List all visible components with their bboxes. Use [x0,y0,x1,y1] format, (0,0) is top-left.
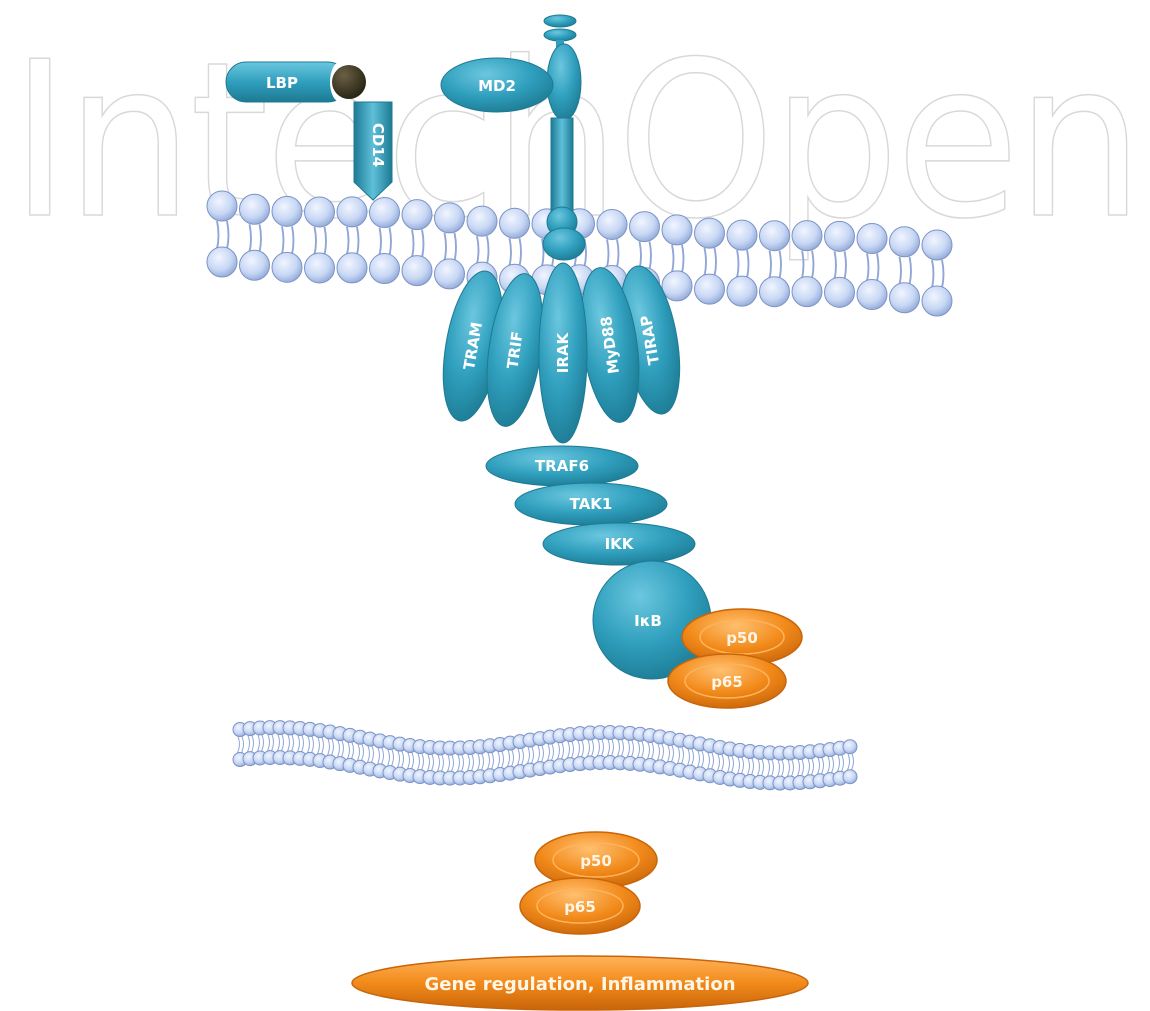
lbp-protein: LBP [226,62,350,102]
lipid-head [857,223,887,253]
lipid-head [792,221,822,251]
lipid-head [370,254,400,284]
traf6-label: TRAF6 [535,457,589,475]
lipid-head [857,279,887,309]
tak1-protein: TAK1 [515,483,667,525]
lipid-head [727,220,757,250]
lipid-head [305,253,335,283]
lipid-head [695,218,725,248]
p50-cytoplasm-label: p50 [726,629,758,647]
lipid-head [662,215,692,245]
lps-ligand [332,65,366,99]
lipid-head [305,197,335,227]
lipid-head [843,770,857,784]
lipid-head [467,206,497,236]
lipid-head [402,200,432,230]
ikk-protein: IKK [543,523,695,565]
irak-label: IRAK [554,331,572,373]
lipid-head [843,740,857,754]
lipid-head [825,221,855,251]
lipid-head [890,283,920,313]
adaptor-irak: IRAK [539,263,587,443]
lbp-label: LBP [266,74,298,92]
lipid-head [662,271,692,301]
lipid-head [240,194,270,224]
lipid-head [500,208,530,238]
ikk-label: IKK [605,535,635,553]
lipid-head [922,286,952,316]
lipid-head [207,191,237,221]
p65-cytoplasm: p65 [668,654,786,708]
lipid-head [240,250,270,280]
nuclear-membrane [233,721,857,790]
p65-cytoplasm-label: p65 [711,673,743,691]
lipid-head [597,209,627,239]
lipid-head [792,277,822,307]
md2-label: MD2 [478,77,516,95]
lipid-head [370,198,400,228]
tak1-label: TAK1 [570,495,613,513]
p65-nucleus: p65 [520,878,640,934]
lipid-head [337,197,367,227]
p65-nucleus-label: p65 [564,898,596,916]
lipid-head [727,276,757,306]
p50-nucleus-label: p50 [580,852,612,870]
cd14-protein: CD14 [354,102,392,200]
lipid-head [825,277,855,307]
lipid-head [760,277,790,307]
lipid-head [435,203,465,233]
cd14-label: CD14 [369,123,387,167]
lipid-head [207,247,237,277]
lipid-head [630,212,660,242]
traf6-protein: TRAF6 [486,446,638,486]
lipid-head [890,227,920,257]
lipid-head [402,256,432,286]
lipid-head [922,230,952,260]
lipid-head [435,259,465,289]
md2-protein: MD2 [441,58,553,112]
lipid-head [760,221,790,251]
outcome-label: Gene regulation, Inflammation [424,974,735,995]
ikb-label: IκB [634,612,662,630]
outcome-bar: Gene regulation, Inflammation [352,956,808,1010]
lipid-head [337,253,367,283]
lipid-head [695,274,725,304]
lipid-head [272,252,302,282]
lipid-head [272,196,302,226]
